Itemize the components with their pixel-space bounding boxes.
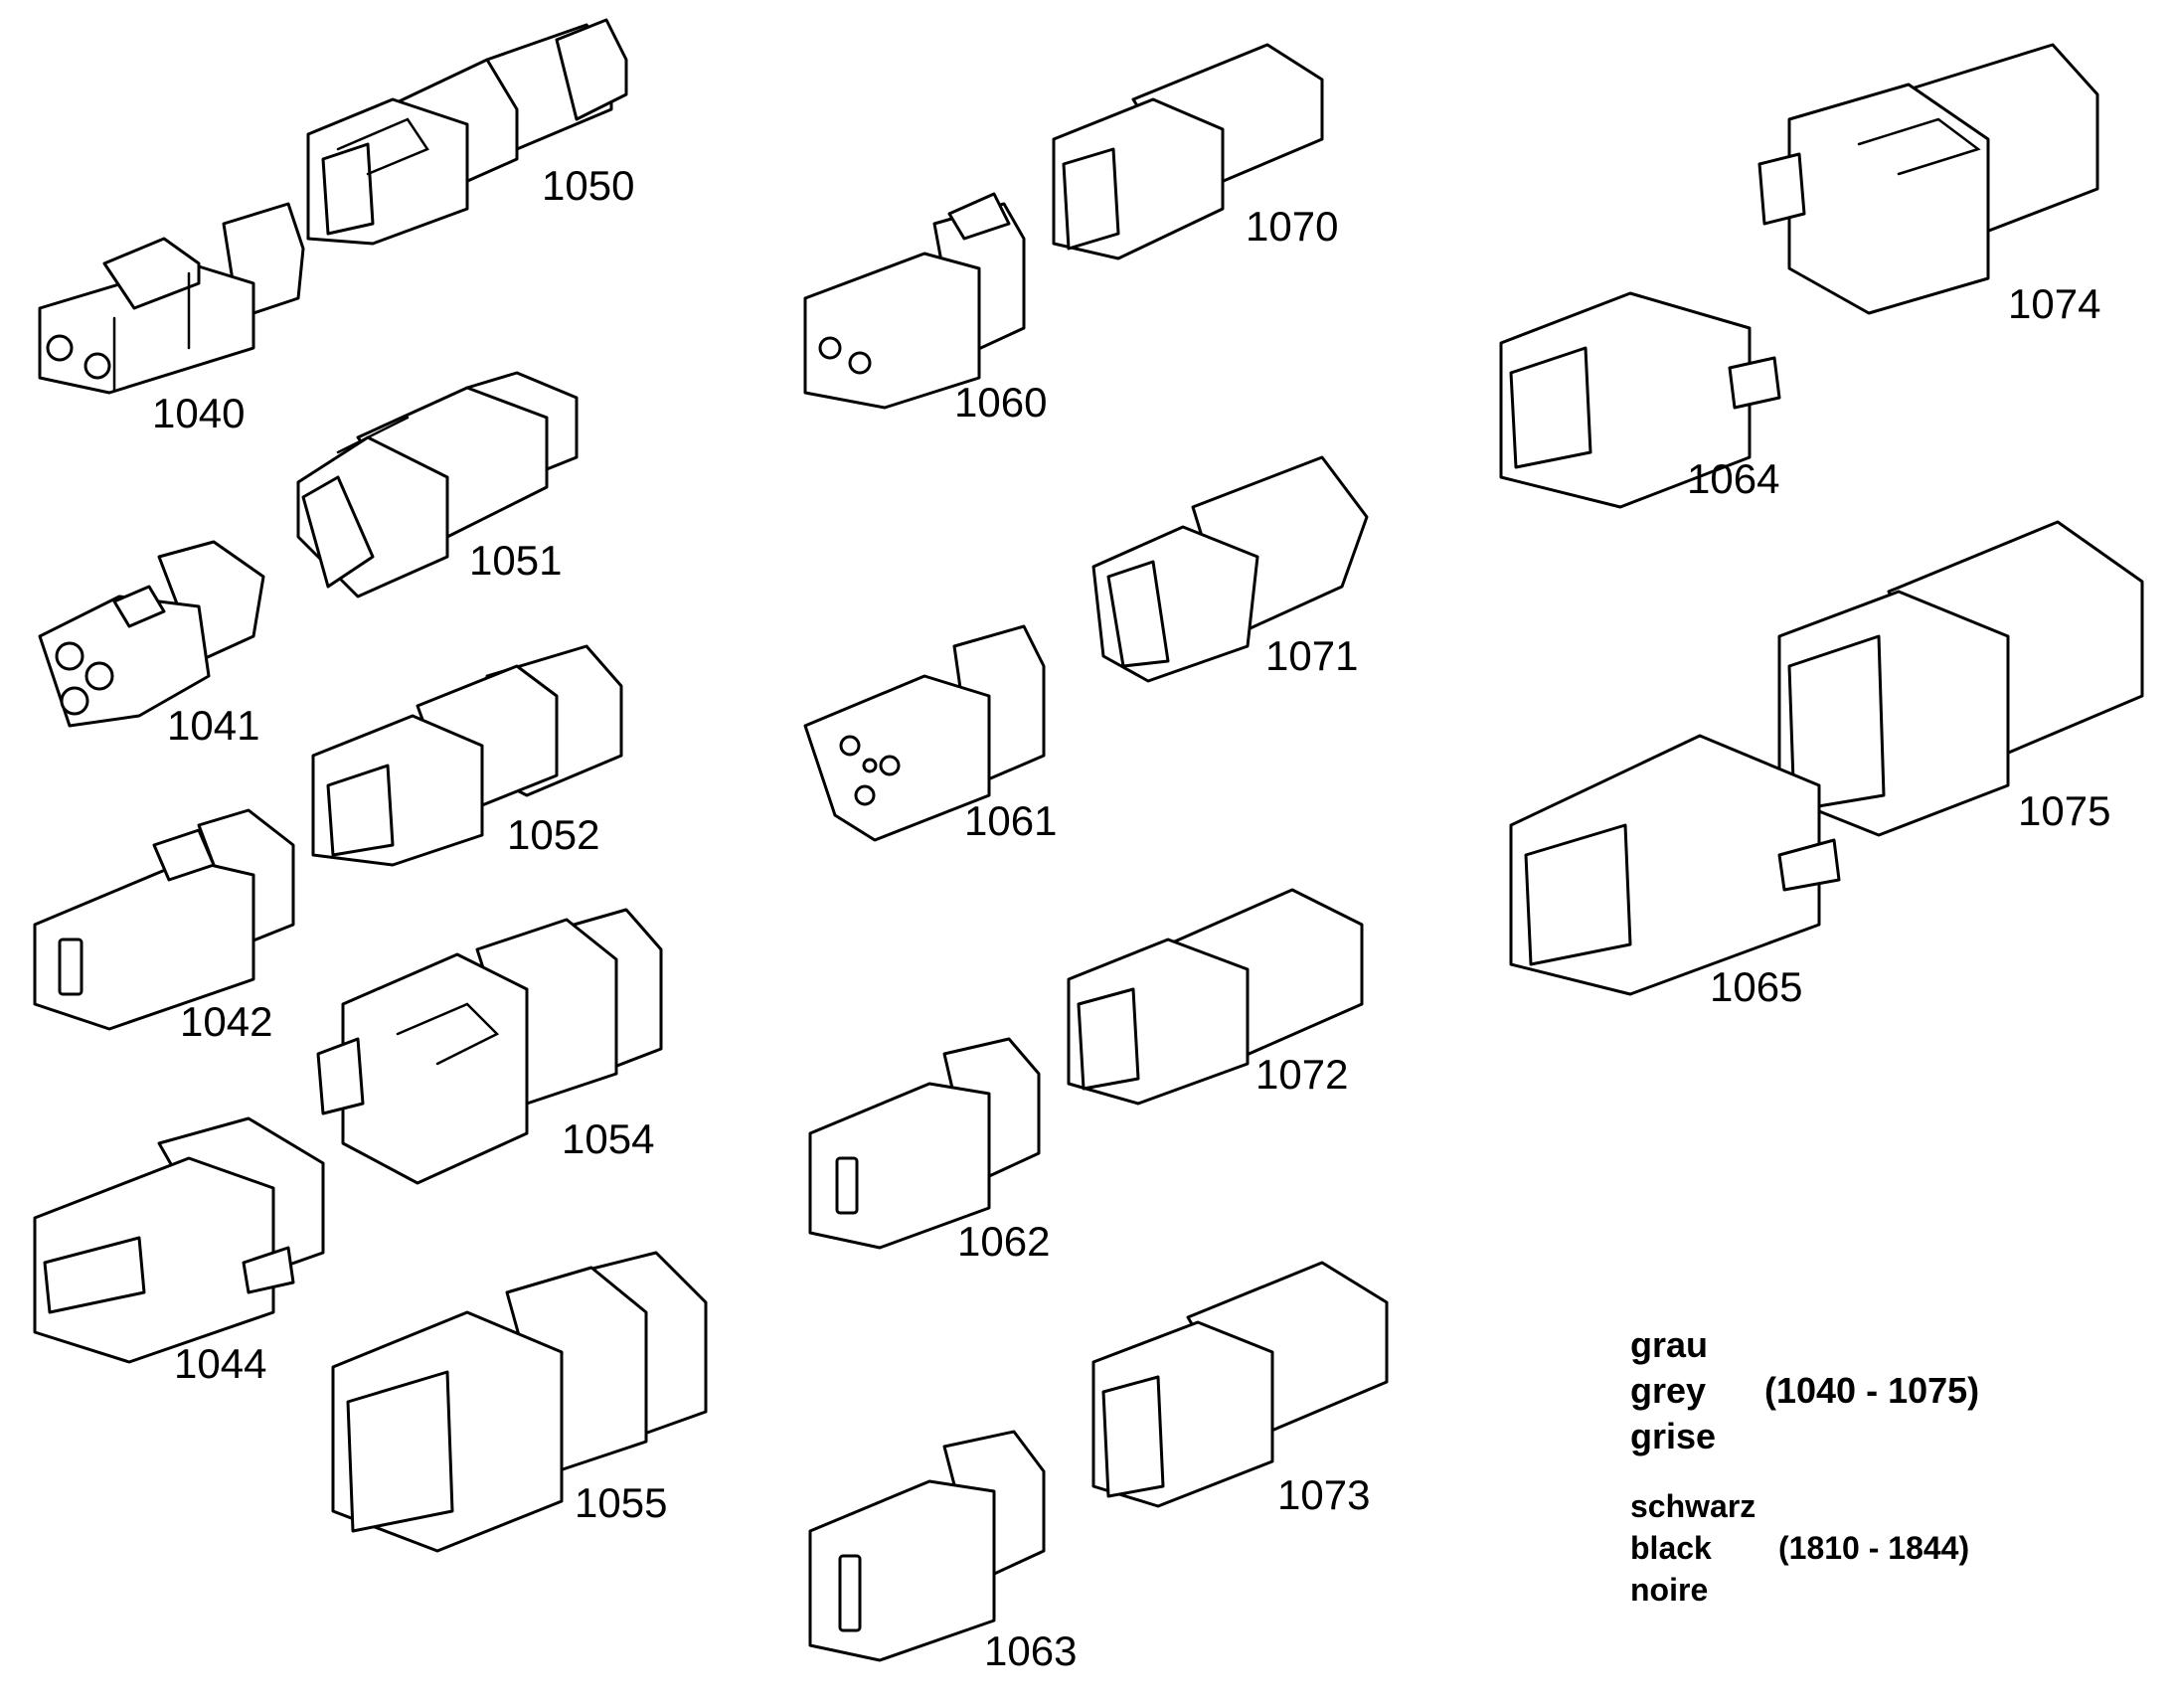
part-label-1074: 1074: [2008, 280, 2101, 327]
part-label-1073: 1073: [1277, 1471, 1371, 1518]
legend-black-de: schwarz: [1630, 1488, 1756, 1524]
connector-1062-drawing: [808, 1037, 1041, 1250]
connector-1051-drawing: [296, 371, 579, 598]
legend-black-fr: noire: [1630, 1572, 1709, 1608]
part-label-1042: 1042: [180, 998, 273, 1045]
part-label-1065: 1065: [1710, 963, 1803, 1010]
part-label-1062: 1062: [957, 1218, 1051, 1265]
connector-1075-drawing: [1777, 520, 2144, 837]
part-label-1075: 1075: [2018, 787, 2111, 834]
connector-1050-drawing: [306, 18, 628, 246]
connector-1054-drawing: [316, 908, 663, 1185]
connector-1071-drawing: [1091, 455, 1369, 683]
connector-1040-drawing: [38, 202, 305, 395]
connector-1044-drawing: [33, 1116, 325, 1364]
connector-1072-drawing: [1067, 888, 1364, 1106]
connector-1065-drawing: [1509, 734, 1841, 996]
part-label-1050: 1050: [542, 162, 635, 209]
part-label-1051: 1051: [469, 537, 563, 584]
legend-black-range: (1810 - 1844): [1778, 1530, 1970, 1566]
part-label-1061: 1061: [964, 797, 1058, 844]
connector-1060-drawing: [803, 192, 1026, 410]
part-label-1044: 1044: [174, 1340, 267, 1387]
connector-1074-drawing: [1757, 43, 2099, 315]
connector-1042-drawing: [33, 808, 295, 1031]
legend-grey-en: grey: [1630, 1370, 1707, 1411]
part-label-1041: 1041: [167, 702, 260, 749]
part-label-1040: 1040: [152, 390, 246, 436]
connector-1070-drawing: [1052, 43, 1324, 260]
connector-1073-drawing: [1091, 1261, 1389, 1508]
part-label-1060: 1060: [954, 379, 1048, 426]
part-label-1071: 1071: [1265, 632, 1359, 679]
part-label-1072: 1072: [1255, 1051, 1349, 1098]
connector-1063-drawing: [808, 1430, 1046, 1662]
connector-1061-drawing: [803, 624, 1046, 842]
legend-grey-fr: grise: [1630, 1416, 1717, 1456]
part-label-1070: 1070: [1246, 203, 1339, 250]
connector-1064-drawing: [1499, 291, 1781, 509]
legend-grey-de: grau: [1630, 1324, 1709, 1365]
part-label-1063: 1063: [984, 1627, 1078, 1674]
part-label-1054: 1054: [562, 1115, 655, 1162]
connector-1041-drawing: [38, 540, 265, 728]
legend-black-en: black: [1630, 1530, 1712, 1566]
connector-1052-drawing: [311, 644, 623, 867]
part-label-1064: 1064: [1687, 455, 1780, 502]
part-label-1052: 1052: [507, 811, 600, 858]
legend-grey-range: (1040 - 1075): [1764, 1370, 1980, 1411]
connector-1055-drawing: [331, 1251, 708, 1553]
part-label-1055: 1055: [575, 1479, 668, 1526]
